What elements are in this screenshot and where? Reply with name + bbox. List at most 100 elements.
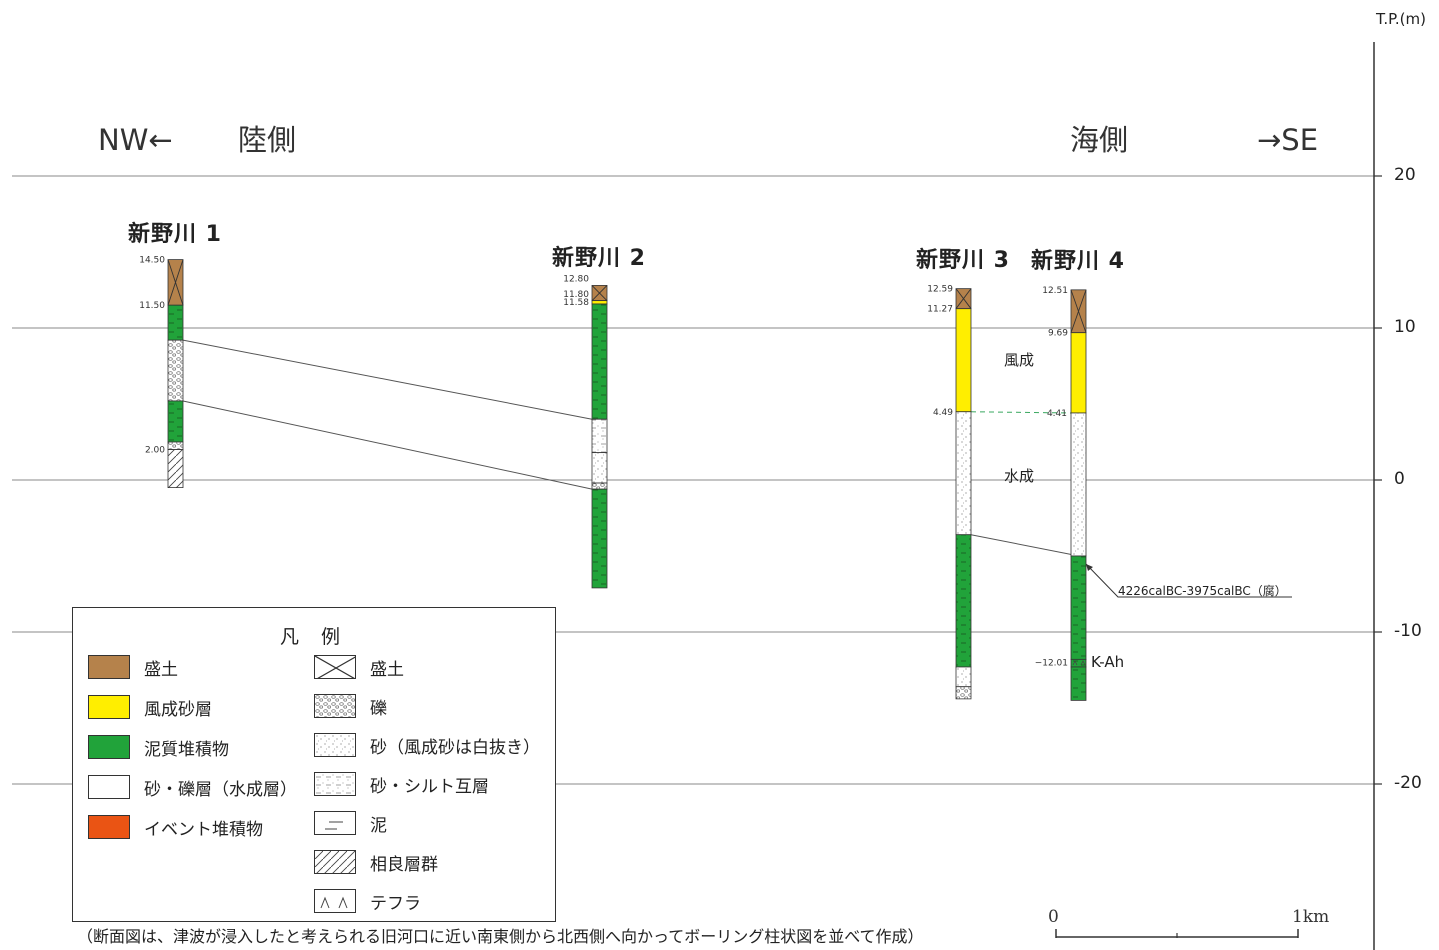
aeolian-zone-label: 風成 xyxy=(1004,351,1035,369)
legend-color-fill: 盛土 xyxy=(88,654,178,680)
mud-pattern-icon xyxy=(314,811,356,835)
scale-start-label: 0 xyxy=(1048,907,1059,927)
tephra-k-ah-label: K-Ah xyxy=(1091,653,1125,671)
legend-label: 風成砂層 xyxy=(144,699,212,720)
legend-pattern-mud: 泥 xyxy=(314,810,387,836)
depth-label: 12.59 xyxy=(927,285,953,295)
legend-pattern-sand: 砂（風成砂は白抜き） xyxy=(314,732,540,758)
cross-box-icon xyxy=(314,655,356,679)
legend-label: 砂・礫層（水成層） xyxy=(144,779,297,800)
layer-aeolian xyxy=(955,308,972,413)
depth-label: −12.01 xyxy=(1035,659,1068,669)
axis-unit-label: T.P.(m) xyxy=(1376,10,1426,28)
legend-swatch-water xyxy=(88,775,130,799)
fill-cross-line xyxy=(591,285,608,301)
layer-gravel xyxy=(955,686,972,700)
depth-label: 11.27 xyxy=(927,305,953,315)
borehole-column-2 xyxy=(591,285,608,589)
scale-end-label: 1km xyxy=(1292,907,1330,927)
layer-aeolian xyxy=(1070,332,1087,414)
borehole-column-3 xyxy=(955,288,972,700)
legend-label: 相良層群 xyxy=(370,854,438,875)
borehole-name-3: 新野川 3 xyxy=(916,248,1010,273)
legend-color-water: 砂・礫層（水成層） xyxy=(88,774,297,800)
depth-label: 2.00 xyxy=(145,446,165,456)
layer-sand xyxy=(955,666,972,688)
depth-label: 12.51 xyxy=(1042,286,1068,296)
y-tick-label: 20 xyxy=(1394,165,1416,185)
layer-sand xyxy=(591,452,608,484)
water-zone-label: 水成 xyxy=(1004,467,1035,485)
y-tick-label: -10 xyxy=(1394,621,1422,641)
layer-mud-texture xyxy=(1071,666,1086,701)
legend-pattern-bedrock: 相良層群 xyxy=(314,849,438,875)
borehole-column-4 xyxy=(1070,289,1087,701)
scale-bar-line xyxy=(1055,929,1299,938)
borehole-name-4: 新野川 4 xyxy=(1031,249,1125,274)
land-side-label: 陸側 xyxy=(238,123,297,157)
layer-tephra-texture xyxy=(1071,659,1086,667)
sea-side-label: 海側 xyxy=(1070,123,1129,157)
legend-label: 盛土 xyxy=(144,659,178,680)
y-tick-label: 10 xyxy=(1394,317,1416,337)
sand-silt-pattern-icon xyxy=(314,772,356,796)
legend-swatch-event xyxy=(88,815,130,839)
depth-label: 9.69 xyxy=(1048,329,1068,339)
radiocarbon-leader-line xyxy=(1085,563,1292,598)
correlation-line-0 xyxy=(182,339,593,420)
sand-pattern-icon xyxy=(314,733,356,757)
layer-mud-texture xyxy=(592,303,607,420)
layer-mud-texture xyxy=(168,400,183,442)
legend-swatch-fill xyxy=(88,655,130,679)
y-tick-label: -20 xyxy=(1394,773,1422,793)
legend-color-event: イベント堆積物 xyxy=(88,814,263,840)
layer-mud-texture xyxy=(1071,556,1086,660)
hatch-pattern-icon xyxy=(314,850,356,874)
tephra-pattern-icon xyxy=(314,889,356,913)
caption-note: （断面図は、津波が浸入したと考えられる旧河口に近い南東側から北西側へ向かってボー… xyxy=(77,927,924,946)
scale-bar: 0 1km xyxy=(1048,905,1329,945)
legend-label: 泥 xyxy=(370,815,387,836)
legend-color-mud: 泥質堆積物 xyxy=(88,734,229,760)
gravel-pattern-icon xyxy=(314,694,356,718)
aeolian-boundary-line xyxy=(970,411,1072,414)
legend-pattern-gravel: 礫 xyxy=(314,693,387,719)
depth-label: 14.50 xyxy=(139,256,165,266)
fill-cross-line xyxy=(1070,289,1087,333)
legend-title: 凡 例 xyxy=(279,626,349,648)
legend-color-aeolian: 風成砂層 xyxy=(88,694,212,720)
legend-swatch-mud xyxy=(88,735,130,759)
legend-pattern-fill: 盛土 xyxy=(314,654,404,680)
legend-label: 砂（風成砂は白抜き） xyxy=(370,737,540,758)
radiocarbon-date-label: 4226calBC-3975calBC（腐） xyxy=(1118,584,1287,598)
depth-label: 4.49 xyxy=(933,408,953,418)
depth-label: 11.80 xyxy=(563,290,589,300)
layer-gravel xyxy=(591,482,608,490)
depth-label: 12.80 xyxy=(563,275,589,285)
legend: 凡 例 盛土 風成砂層 泥質堆積物 砂・礫層（水成層） イベント堆積物 盛土 礫… xyxy=(72,607,556,922)
borehole-name-1: 新野川 1 xyxy=(128,222,222,247)
direction-nw-label: NW← xyxy=(98,123,173,157)
layer-mud-texture xyxy=(956,534,971,667)
legend-label: 礫 xyxy=(370,698,387,719)
direction-se-label: →SE xyxy=(1257,123,1319,157)
legend-label: テフラ xyxy=(370,893,421,914)
correlation-line-2 xyxy=(970,534,1080,557)
depth-label: 11.50 xyxy=(139,301,165,311)
legend-label: 泥質堆積物 xyxy=(144,739,229,760)
legend-swatch-aeolian xyxy=(88,695,130,719)
fill-cross-line xyxy=(955,288,972,309)
depth-label: 11.58 xyxy=(563,298,589,308)
layer-aeolian xyxy=(591,300,608,305)
legend-pattern-tephra: テフラ xyxy=(314,888,421,914)
y-tick-label: 0 xyxy=(1394,469,1405,489)
layer-sandsilt xyxy=(591,418,608,454)
correlation-line-1 xyxy=(182,400,593,490)
layer-bedrock xyxy=(167,449,184,489)
depth-label: 4.41 xyxy=(1047,409,1067,419)
legend-pattern-sandsilt: 砂・シルト互層 xyxy=(314,771,489,797)
layer-gravel xyxy=(167,339,184,402)
legend-label: 砂・シルト互層 xyxy=(370,776,489,797)
layer-sand xyxy=(955,411,972,536)
